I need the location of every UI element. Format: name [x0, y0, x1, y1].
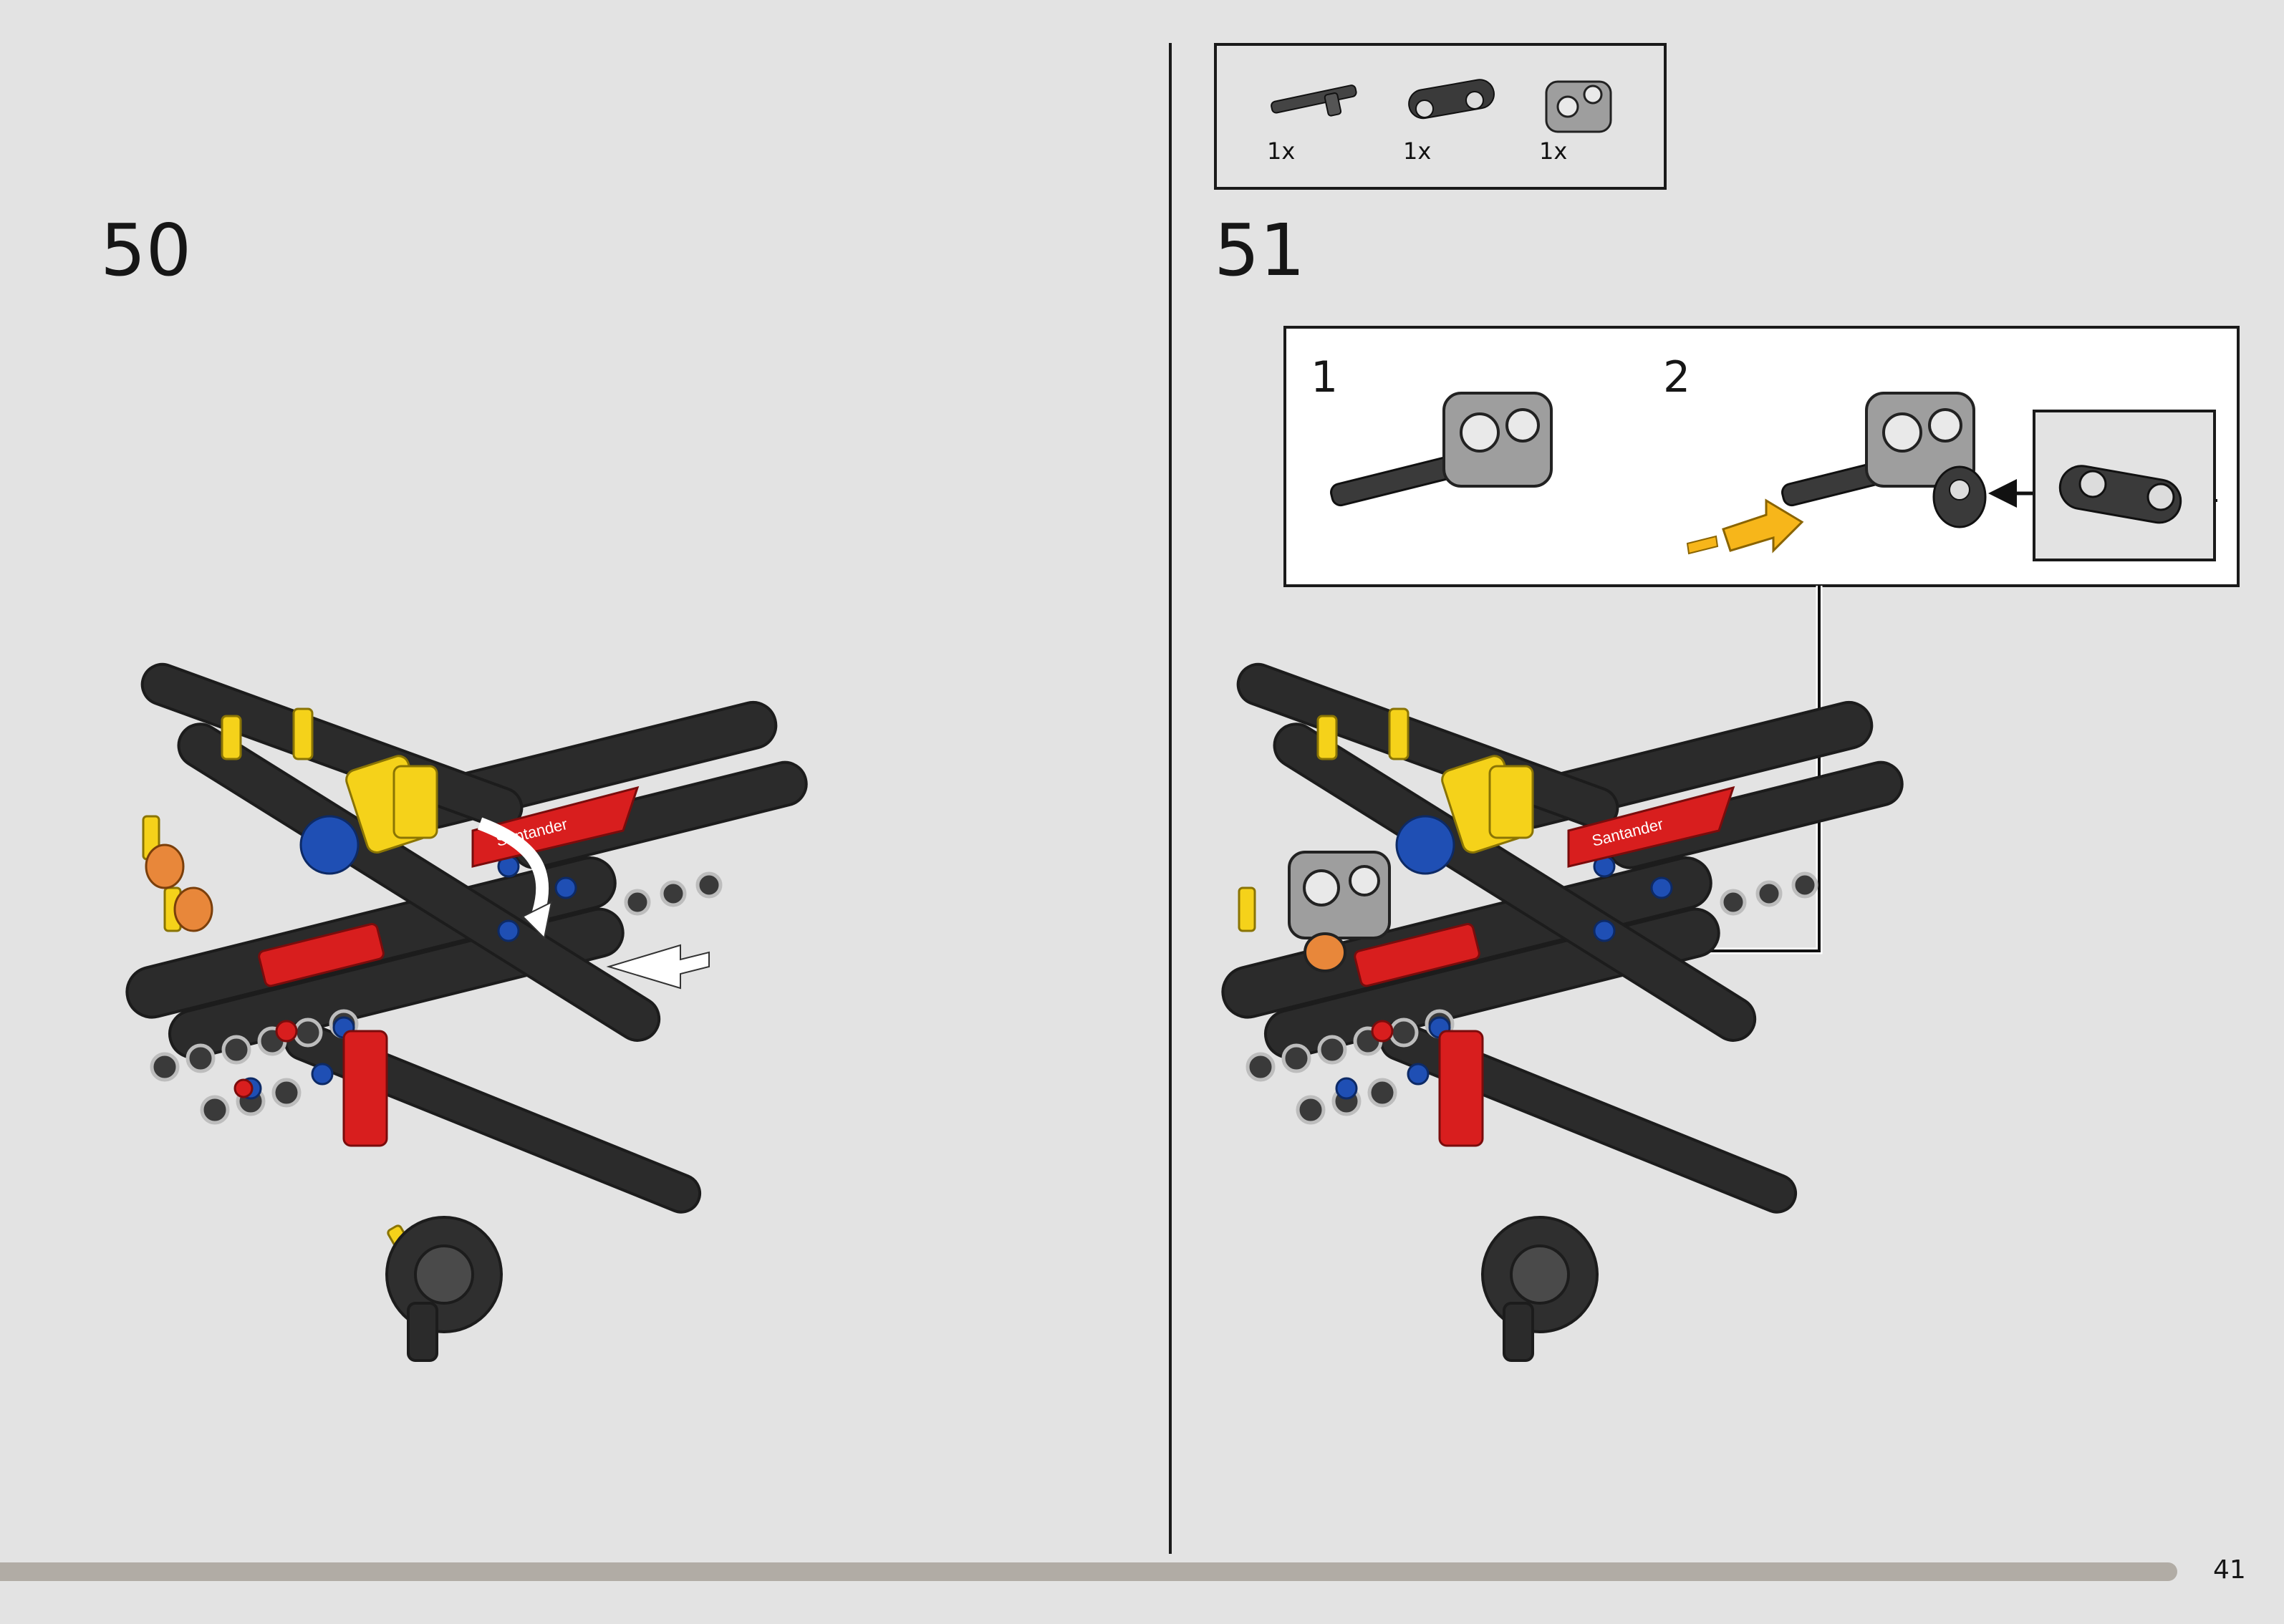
- part-inset-box: [2033, 410, 2216, 561]
- substep-1-illustration: [1330, 392, 1553, 507]
- axle-with-stop-icon: [1271, 84, 1357, 117]
- perpendicular-connector-icon: [1545, 80, 1612, 133]
- progress-bar: [0, 1562, 2177, 1581]
- parts-callout-box: 1x 1x 1x: [1214, 43, 1667, 190]
- axle-pin-connector-icon: [2058, 465, 2182, 524]
- axle-pin-connector-icon: [1408, 79, 1495, 120]
- part-slot-3: 1x: [1532, 74, 1639, 168]
- substep-number-1: 1: [1311, 352, 1339, 402]
- part-qty-3: 1x: [1539, 137, 1568, 165]
- step-number-51: 51: [1214, 208, 1306, 292]
- page-number: 41: [2213, 1555, 2246, 1585]
- model-assembly-step-51: Santander: [1221, 662, 1904, 1362]
- substep-2-illustration: [1686, 392, 2038, 555]
- substep-number-2: 2: [1663, 352, 1691, 402]
- part-qty-1: 1x: [1267, 137, 1296, 165]
- page-divider: [1169, 43, 1172, 1554]
- part-slot-1: 1x: [1260, 74, 1367, 168]
- part-qty-2: 1x: [1403, 137, 1432, 165]
- step-number-50: 50: [100, 208, 192, 292]
- subassembly-box: 1 2: [1283, 326, 2240, 587]
- model-assembly-step-50: Santander: [125, 662, 808, 1362]
- part-slot-2: 1x: [1396, 74, 1503, 168]
